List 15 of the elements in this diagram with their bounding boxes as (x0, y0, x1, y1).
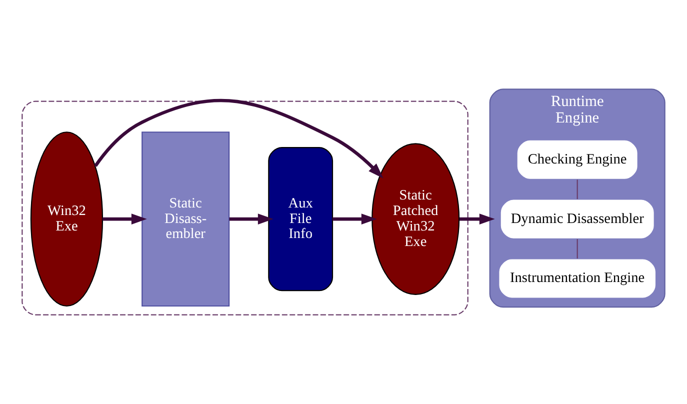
node-box: Checking Engine (516, 139, 638, 180)
cluster (22, 100, 468, 316)
node-ellipse: Static Patched Win32 Exe (372, 143, 460, 295)
arrow (459, 214, 495, 224)
arrow (94, 98, 384, 178)
connector (576, 239, 578, 259)
arrow (332, 214, 377, 224)
node-box: Instrumentation Engine (498, 258, 657, 299)
node-box: Dynamic Disassembler (500, 198, 655, 240)
connector (576, 180, 578, 200)
node-ellipse: Win32 Exe (30, 132, 104, 307)
arrow (229, 214, 274, 224)
arrow (102, 214, 147, 224)
node-box: Static Disass- embler (142, 132, 230, 307)
node-box: Aux File Info (268, 146, 334, 292)
